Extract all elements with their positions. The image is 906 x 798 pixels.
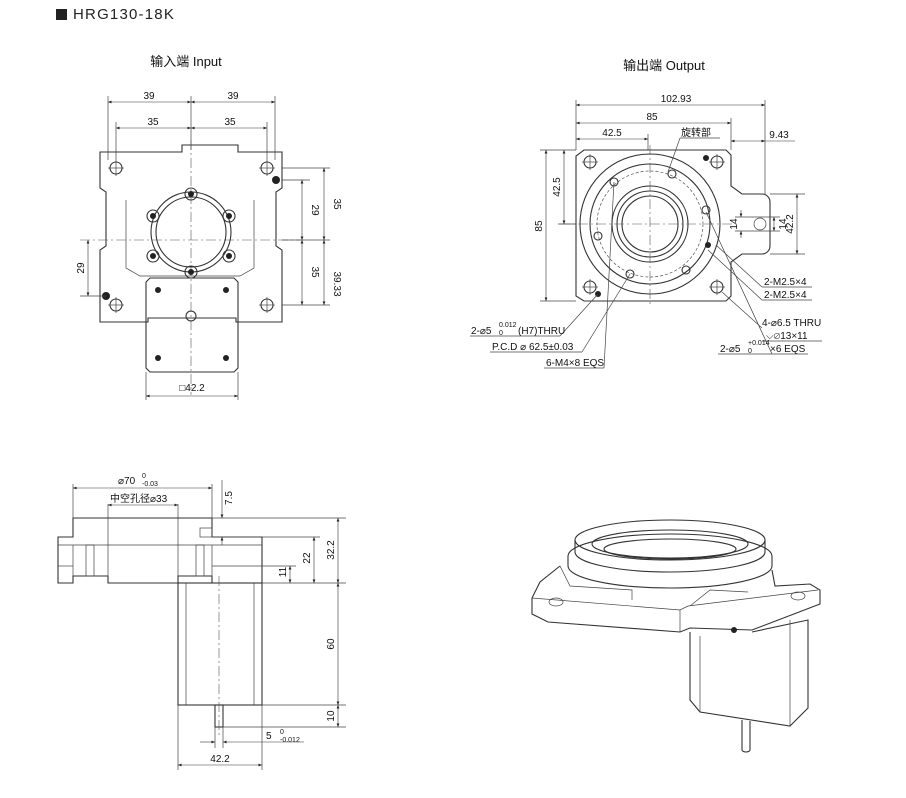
dim-39-left: 39 [143, 91, 155, 102]
dim-29-left: 29 [76, 262, 87, 274]
note-pin5-main: 2-⌀5 [720, 344, 741, 355]
dim-11: 11 [278, 566, 289, 577]
note-m25-a: 2-M2.5×4 [764, 277, 807, 288]
input-corner-holes [102, 160, 280, 313]
dim-102-93: 102.93 [661, 94, 692, 105]
dim-42-2-h: 42.2 [785, 214, 796, 234]
dim-60: 60 [326, 638, 337, 650]
dim-35-top: 35 [331, 198, 342, 210]
note-pin-h7-tail: (H7)THRU [518, 326, 565, 337]
note-pin5-tail: ×6 EQS [770, 344, 806, 355]
dim-d70: ⌀70 [118, 476, 136, 487]
note-m4: 6-M4×8 EQS [546, 358, 604, 369]
isometric-view [531, 519, 821, 753]
note-pin5-tol-upper: +0.014 [748, 340, 770, 347]
input-motor-square [145, 277, 239, 373]
dim-35-left: 35 [147, 117, 159, 128]
rotating-part-label: 旋转部 [681, 126, 711, 139]
input-heading: 输入端 Input [150, 54, 222, 69]
dim-9-43: 9.43 [769, 130, 789, 141]
output-view: 输出端 Output 102.93 85 42.5 9.43 [470, 58, 822, 369]
dim-hollow-33: 中空孔径⌀33 [110, 492, 168, 505]
dim-35-bottom: 35 [309, 266, 320, 278]
dim-d70-tol-lower: -0.03 [142, 481, 158, 488]
dim-39-33: 39.33 [331, 271, 342, 296]
dim-10: 10 [326, 710, 337, 722]
dim-shaft-5: 5 [266, 731, 272, 742]
dim-14-a: 14 [729, 218, 740, 230]
note-pin-h7-tol-lower: 0 [499, 330, 503, 337]
note-pin-h7-tol-upper: 0.012 [499, 322, 517, 329]
dim-14-b: 14 [778, 218, 789, 230]
dim-square-42-2: □42.2 [179, 383, 205, 394]
dim-22: 22 [302, 552, 313, 564]
dim-85-h: 85 [534, 220, 545, 232]
note-pcd: P.C.D ⌀ 62.5±0.03 [492, 342, 574, 353]
title-row: HRG130-18K [56, 6, 175, 23]
note-m25-b: 2-M2.5×4 [764, 290, 807, 301]
dim-shaft-tol-lower: -0.012 [280, 737, 300, 744]
dim-42-5-h: 42.5 [552, 177, 563, 197]
dim-d70-tol-upper: 0 [142, 473, 146, 480]
dim-32-2: 32.2 [326, 540, 337, 560]
note-pin5-tol-lower: 0 [748, 348, 752, 355]
dim-29-top: 29 [309, 204, 320, 216]
dim-42-2-w: 42.2 [210, 754, 230, 765]
dim-85-w: 85 [646, 112, 658, 123]
note-counterbore: ⌵⌀13×11 [766, 331, 808, 342]
input-hub [146, 187, 236, 279]
dim-42-5-w: 42.5 [602, 128, 622, 139]
dim-shaft-tol-upper: 0 [280, 729, 284, 736]
dim-39-right: 39 [227, 91, 239, 102]
dim-7-5: 7.5 [224, 491, 235, 505]
dim-35-right: 35 [224, 117, 236, 128]
note-thru-6-5: 4-⌀6.5 THRU [762, 318, 821, 329]
output-heading: 输出端 Output [623, 58, 705, 73]
input-view: 输入端 Input 39 39 35 35 [76, 54, 342, 400]
note-pin-h7-main: 2-⌀5 [471, 326, 492, 337]
side-view: ⌀70 0 -0.03 中空孔径⌀33 7.5 [57, 473, 346, 770]
title-bullet-icon [56, 9, 67, 20]
page-title: HRG130-18K [73, 6, 176, 23]
